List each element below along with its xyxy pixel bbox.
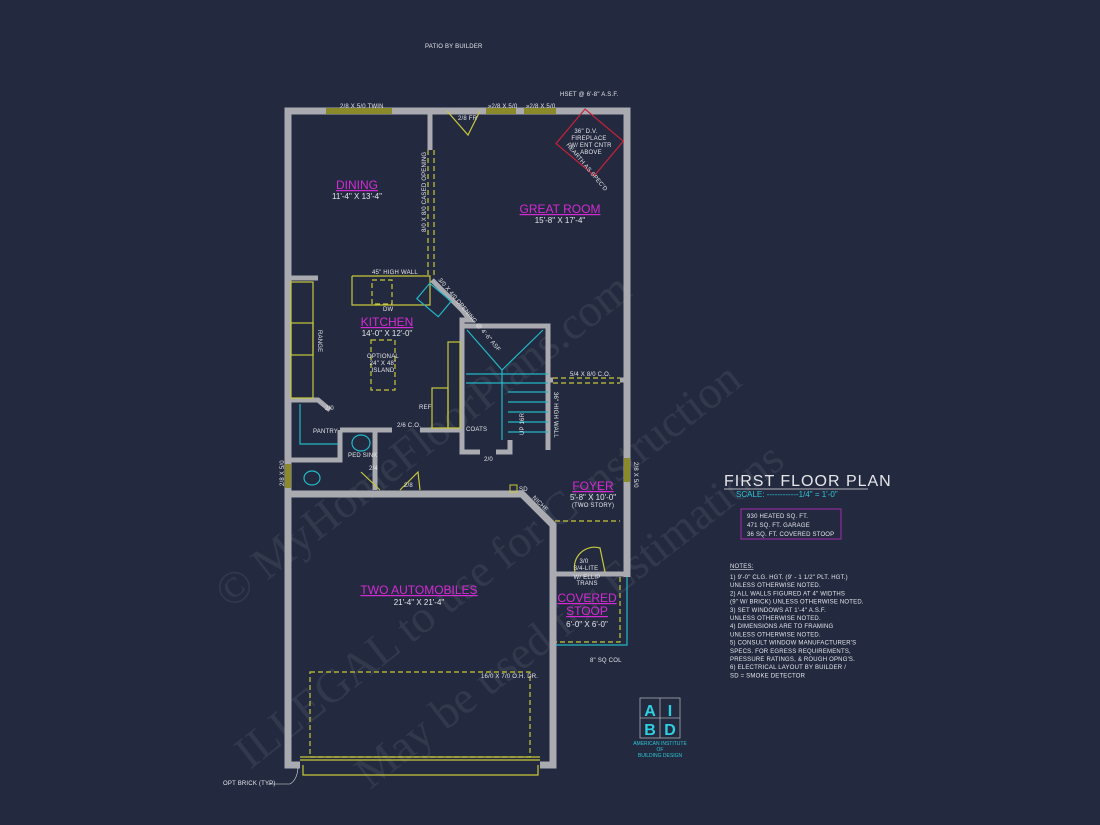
door-label: 2/0 xyxy=(325,406,334,412)
room-size: 6'-0" X 6'-0" xyxy=(566,620,608,629)
note-line: SD = SMOKE DETECTOR xyxy=(730,673,806,679)
note-line: 3) SET WINDOWS AT 1'-4" A.S.F. xyxy=(730,608,826,614)
room-name-kitchen: KITCHEN xyxy=(361,315,414,329)
garage-door-label: 16/0 X 7/0 O.H. DR. xyxy=(481,674,538,680)
room-labels: DINING 11'-4" X 13'-4" GREAT ROOM 15'-8"… xyxy=(332,178,617,629)
room-name-stoop: STOOP xyxy=(566,604,608,618)
aibd-logo: A I B D AMERICAN INSTITUTE OF BUILDING D… xyxy=(633,697,687,759)
room-name-foyer: FOYER xyxy=(572,479,614,493)
island-label: 24" X 48" xyxy=(370,361,397,367)
notes-title: NOTES: xyxy=(730,564,754,570)
note-line: 1) 9'-0" CLG. HGT. (9' - 1 1/2" PLT. HGT… xyxy=(730,575,848,581)
note-line: PRESSURE RATINGS, & ROUGH OPNG'S. xyxy=(730,657,855,663)
stairs xyxy=(466,329,548,440)
room-size: 15'-8" X 17'-4" xyxy=(535,216,586,225)
watermark-text: © MyHomeFloorPlans.com xyxy=(205,262,641,618)
island-label: ISLAND xyxy=(372,368,395,374)
smoke-detector-label: SD xyxy=(519,487,528,493)
room-name-garage: TWO AUTOMOBILES xyxy=(360,583,477,597)
opening-label: 3/0 X 4/0 OPENING @ 4'-6" ASF xyxy=(436,277,501,353)
window-label: 2/8 X 5/0 xyxy=(280,460,286,486)
brick-label: OPT BRICK (TYP) xyxy=(223,781,276,787)
logo-letter: I xyxy=(668,703,672,720)
window-label: 2/8 X 5/0 xyxy=(632,462,638,488)
room-size: 21'-4" X 21'-4" xyxy=(394,598,445,607)
note-line: (9" W/ BRICK) UNLESS OTHERWISE NOTED. xyxy=(730,600,864,606)
wall-label: 36" HIGH WALL xyxy=(552,392,558,438)
note-line: 6) ELECTRICAL LAYOUT BY BUILDER / xyxy=(730,665,846,671)
door-label: 2/4 xyxy=(369,466,378,472)
transom-label: W/ ELLIP xyxy=(574,575,601,581)
logo-text: OF xyxy=(657,747,664,753)
pantry-label: PANTRY xyxy=(313,429,338,435)
fireplace-label: ABOVE xyxy=(580,150,602,156)
logo-letter: A xyxy=(644,703,656,720)
door-label: 3/4-LITE xyxy=(574,566,599,572)
door-label: 2/8 xyxy=(404,483,413,489)
opening-label: 8/0 X 8/0 CASED OPENING xyxy=(422,152,428,232)
room-name-dining: DINING xyxy=(336,178,378,192)
stairs-label: UP 16R xyxy=(520,412,526,435)
area-garage: 471 SQ. FT. GARAGE xyxy=(747,523,810,529)
window-label: 2/8 X 5/0 TWIN xyxy=(340,104,384,110)
logo-text: BUILDING DESIGN xyxy=(638,753,683,759)
note-line: 2) ALL WALLS FIGURED AT 4" WIDTHS xyxy=(730,591,845,597)
logo-letter: D xyxy=(664,722,676,739)
room-size: 5'-8" X 10'-0" xyxy=(570,493,616,502)
room-size: 14'-0" X 12'-0" xyxy=(362,329,413,338)
door-label: 2/8 FR xyxy=(458,116,478,122)
note-line: SPECS. FOR EGRESS REQUIREMENTS, xyxy=(730,649,851,655)
door-label: 2/0 xyxy=(484,457,493,463)
fireplace-label: W/ ENT CNTR xyxy=(570,143,612,149)
note-line: UNLESS OTHERWISE NOTED. xyxy=(730,632,821,638)
island-label: OPTIONAL xyxy=(367,354,399,360)
walls xyxy=(284,107,631,776)
area-stoop: 36 SQ. FT. COVERED STOOP xyxy=(747,532,834,538)
room-name-great-room: GREAT ROOM xyxy=(520,202,601,216)
window-label: »2/8 X 5/0 xyxy=(488,104,518,110)
note-line: 4) DIMENSIONS ARE TO FRAMING xyxy=(730,624,834,630)
fireplace-label: FIREPLACE xyxy=(571,136,606,142)
room-name-stoop: COVERED xyxy=(557,591,617,605)
dishwasher-label: DW xyxy=(383,307,394,313)
title-block: FIRST FLOOR PLAN SCALE: ------------1/4"… xyxy=(724,473,892,679)
ref-label: REF xyxy=(419,405,432,411)
patio-note: PATIO BY BUILDER xyxy=(425,44,483,50)
plan-title: FIRST FLOOR PLAN xyxy=(724,473,892,490)
note-line: UNLESS OTHERWISE NOTED. xyxy=(730,583,821,589)
plan-scale: SCALE: ------------1/4" = 1'-0" xyxy=(736,490,838,499)
area-heated: 930 HEATED SQ. FT. xyxy=(747,514,808,520)
room-note: (TWO STORY) xyxy=(572,503,614,509)
note-line: UNLESS OTHERWISE NOTED. xyxy=(730,616,821,622)
door-label: 3/0 xyxy=(580,559,589,565)
sink-label: PED SINK xyxy=(348,453,378,459)
opening-label: 5/4 X 8/0 C.O. xyxy=(570,372,611,378)
logo-letter: B xyxy=(644,722,656,739)
window-label: »2/8 X 5/0 xyxy=(526,104,556,110)
watermark: © MyHomeFloorPlans.com ILLEGAL to use fo… xyxy=(205,262,793,798)
transom-label: TRANS xyxy=(576,581,597,587)
header-note: HSET @ 6'-8" A.S.F. xyxy=(560,92,619,98)
room-size: 11'-4" X 13'-4" xyxy=(332,192,382,201)
opening-label: 2/6 C.O. xyxy=(397,423,421,429)
note-line: 5) CONSULT WINDOW MANUFACTURER'S xyxy=(730,641,856,647)
fireplace-label: 36" D.V. xyxy=(574,129,597,135)
wall-label: 45" HIGH WALL xyxy=(372,270,418,276)
closet-label: COATS xyxy=(466,427,487,433)
column-label: 8" SQ COL xyxy=(590,658,622,664)
range-label: RANGE xyxy=(316,330,322,352)
logo-text: AMERICAN INSTITUTE xyxy=(633,741,687,747)
notes-list: 1) 9'-0" CLG. HGT. (9' - 1 1/2" PLT. HGT… xyxy=(730,575,864,679)
